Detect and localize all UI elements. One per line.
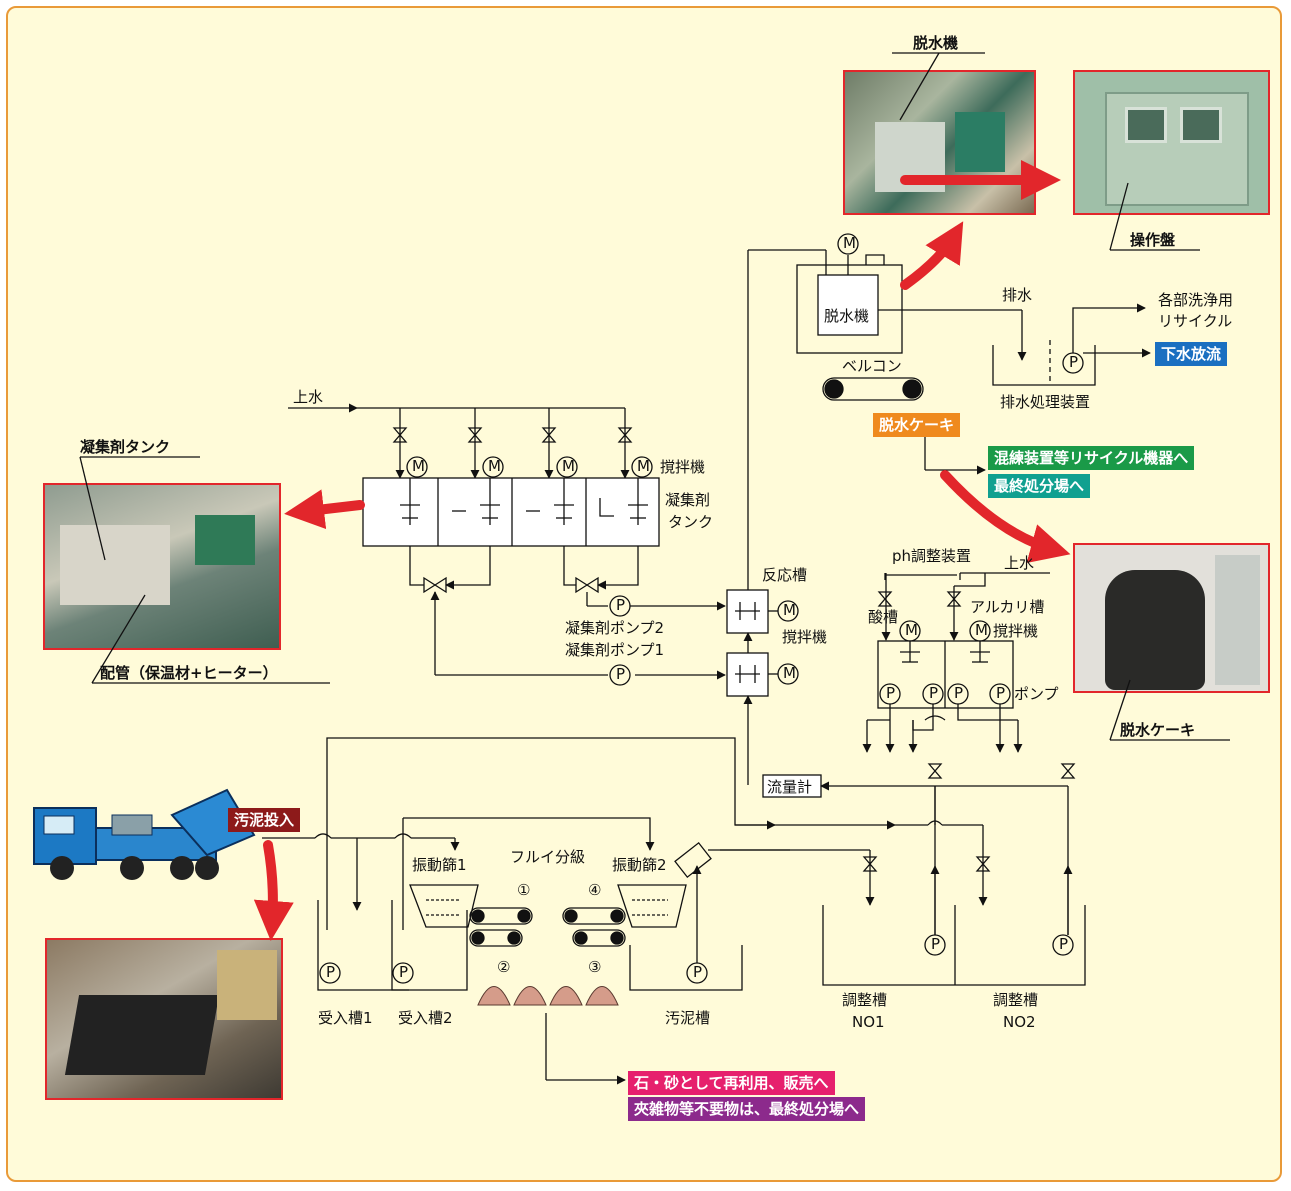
receiving1-label: 受入槽1: [318, 1009, 373, 1027]
cake-photo-label: 脱水ケーキ: [1120, 721, 1195, 739]
adjust-tank1-label-b: NO1: [852, 1013, 885, 1031]
dehydrator-photo: [843, 70, 1036, 215]
control-panel-photo-label: 操作盤: [1130, 231, 1176, 249]
sieve-number-3: ③: [588, 958, 601, 976]
piping-photo-label: 配管（保温材+ヒーター）: [100, 664, 278, 682]
final-disposal-tag: 最終処分場へ: [988, 474, 1091, 498]
sludge-input-tag: 汚泥投入: [228, 808, 301, 832]
adjust-tank2-label-a: 調整槽: [993, 991, 1038, 1009]
agitator-reaction-label: 撹拌機: [782, 628, 827, 646]
motor-symbol: M: [975, 621, 988, 639]
motor-symbol: M: [562, 457, 575, 475]
treatment-unit-label: 排水処理装置: [1000, 393, 1090, 411]
sludge-tank-label: 汚泥槽: [665, 1009, 710, 1027]
motor-symbol: M: [412, 457, 425, 475]
flowmeter-label: 流量計: [767, 778, 812, 796]
motor-symbol: M: [637, 457, 650, 475]
flocculant-tank-label-1: 凝集剤: [665, 491, 710, 509]
drainage-label: 排水: [1002, 286, 1032, 304]
motor-symbol: M: [905, 621, 918, 639]
truck-icon: [33, 788, 256, 880]
dehydrator-box-label: 脱水機: [824, 307, 869, 325]
alkali-tank-label: アルカリ槽: [970, 598, 1044, 616]
pump-symbol: P: [929, 684, 938, 702]
reaction-tank-label: 反応槽: [762, 566, 807, 584]
dehydrator-photo-label: 脱水機: [913, 34, 958, 52]
sewer-discharge-tag: 下水放流: [1155, 342, 1228, 366]
dehydrated-cake-tag: 脱水ケーキ: [873, 413, 961, 437]
stone-sand-tag: 石・砂として再利用、販売へ: [628, 1071, 835, 1095]
pump-symbol: P: [931, 935, 940, 953]
motor-symbol: M: [488, 457, 501, 475]
recycle-label-2: リサイクル: [1158, 312, 1232, 330]
water-supply-right-label: 上水: [1004, 554, 1034, 572]
recycle-label-1: 各部洗浄用: [1158, 291, 1233, 309]
sieve-number-4: ④: [588, 881, 601, 899]
pump-symbol: P: [616, 596, 625, 614]
recycle-equipment-tag: 混練装置等リサイクル機器へ: [988, 446, 1195, 470]
receiving-tank-photo: [45, 938, 283, 1100]
pump-symbol: P: [886, 684, 895, 702]
pump1-label: 凝集剤ポンプ1: [565, 641, 664, 659]
screen2-label: 振動篩2: [612, 856, 667, 874]
receiving2-label: 受入槽2: [398, 1009, 453, 1027]
cake-photo: [1073, 543, 1270, 693]
flocculant-tank-photo-label: 凝集剤タンク: [80, 438, 170, 456]
adjust-tank1-label-a: 調整槽: [842, 991, 887, 1009]
pump-symbol: P: [693, 963, 702, 981]
adjust-tank2-label-b: NO2: [1003, 1013, 1036, 1031]
motor-symbol: M: [783, 664, 796, 682]
pump-symbol: P: [616, 665, 625, 683]
pump2-label: 凝集剤ポンプ2: [565, 619, 664, 637]
acid-tank-label: 酸槽: [868, 608, 898, 626]
pump-symbol: P: [1069, 353, 1078, 371]
pump-symbol: P: [326, 963, 335, 981]
water-supply-left-label: 上水: [293, 388, 323, 406]
agitator-top-label: 撹拌機: [660, 458, 705, 476]
belt-conveyor-label: ベルコン: [842, 357, 902, 375]
flocculant-tank-photo: [43, 483, 281, 650]
motor-symbol: M: [843, 234, 856, 252]
screen1-label: 振動篩1: [412, 856, 467, 874]
agitator-ph-label: 撹拌機: [993, 622, 1038, 640]
sieve-number-2: ②: [497, 958, 510, 976]
pump-symbol: P: [954, 684, 963, 702]
pump-ph-label: ポンプ: [1014, 685, 1059, 703]
pump-symbol: P: [1059, 935, 1068, 953]
flocculant-tank-label-2: タンク: [668, 513, 713, 531]
sieve-number-1: ①: [517, 881, 530, 899]
control-panel-photo: [1073, 70, 1270, 215]
debris-tag: 夾雑物等不要物は、最終処分場へ: [628, 1097, 866, 1121]
pump-symbol: P: [399, 963, 408, 981]
pump-symbol: P: [996, 684, 1005, 702]
motor-symbol: M: [783, 601, 796, 619]
ph-unit-label: ph調整装置: [892, 547, 971, 565]
sieve-classification-label: フルイ分級: [510, 848, 585, 866]
